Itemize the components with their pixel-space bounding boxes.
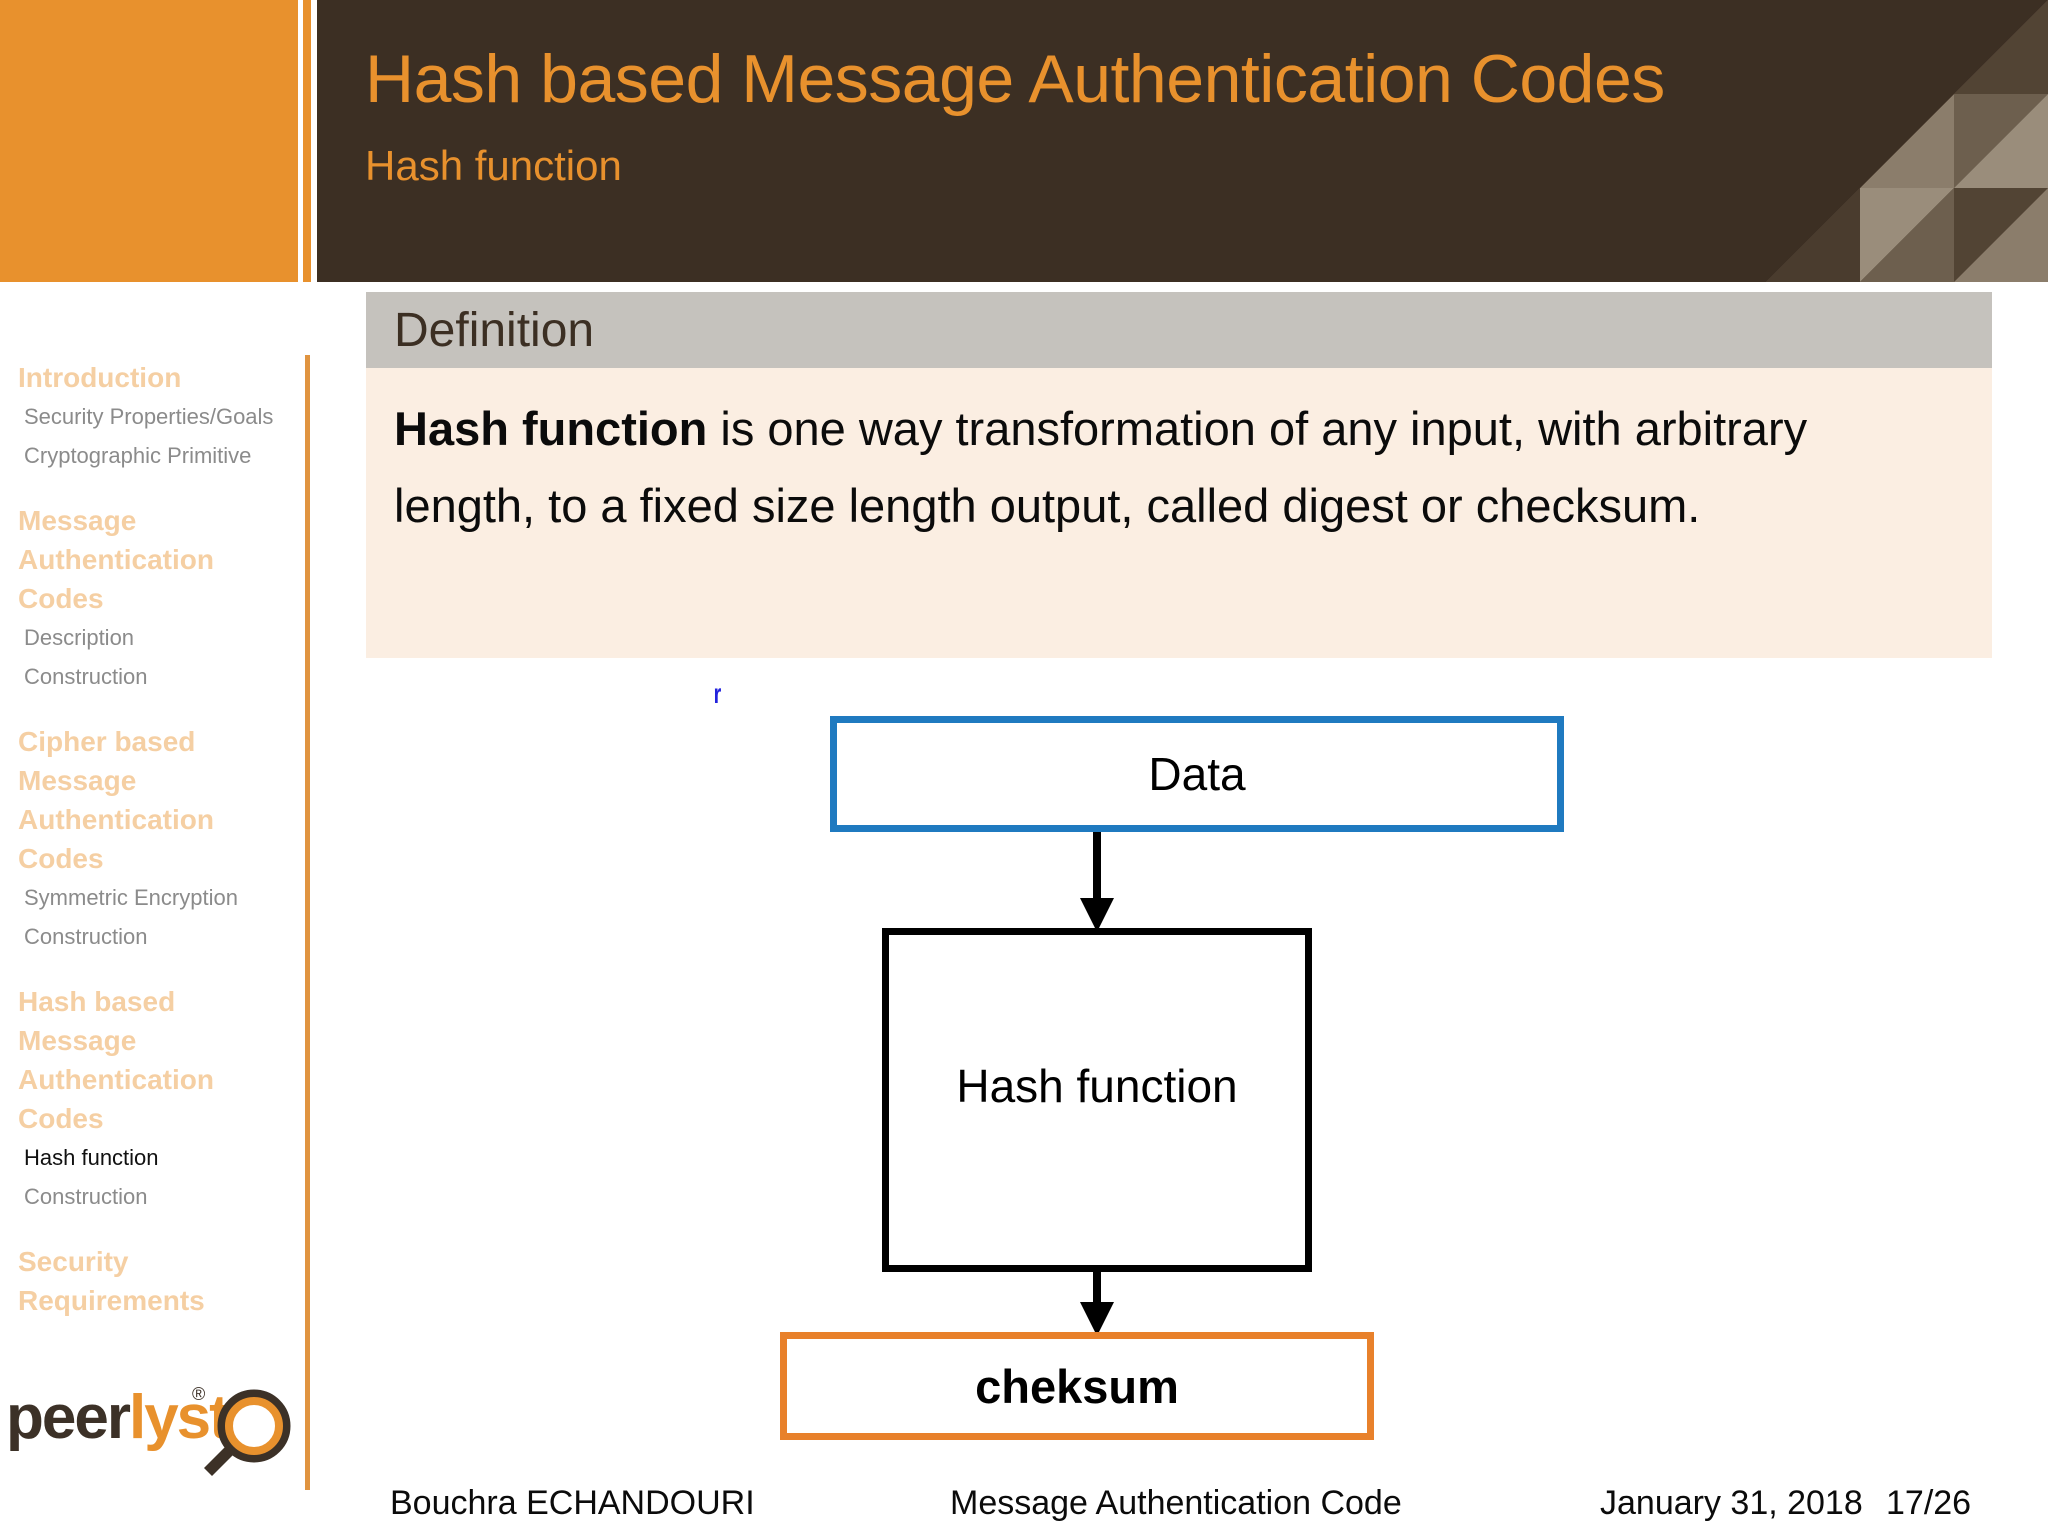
slide-header: Hash based Message Authentication Codes … — [0, 0, 2048, 282]
definition-term: Hash function — [394, 402, 708, 455]
flow-node-hash-function-label: Hash function — [956, 1060, 1238, 1112]
sidebar-item-cipher-based-mac[interactable]: Cipher based Message Authentication Code… — [18, 726, 214, 874]
sidebar-item-hash-function[interactable]: Hash function — [24, 1145, 159, 1170]
definition-block: Definition Hash function is one way tran… — [366, 292, 1992, 658]
hash-function-flow-diagram: r Data Hash function cheksum — [366, 660, 1992, 1460]
footer-subject: Message Authentication Code — [950, 1484, 1402, 1522]
sidebar-item-symmetric-encryption[interactable]: Symmetric Encryption — [24, 885, 238, 910]
magnifying-glass-icon — [188, 1386, 296, 1487]
sidebar-divider — [305, 355, 310, 1490]
definition-body: Hash function is one way transformation … — [366, 368, 1992, 658]
triangle-pattern-decoration — [1588, 0, 2048, 282]
sidebar-item-construction-hmac[interactable]: Construction — [24, 1184, 148, 1209]
header-title-band: Hash based Message Authentication Codes … — [317, 0, 2048, 282]
definition-body-rest: is one way transformation of any input, … — [394, 402, 1808, 532]
header-orange-stripe — [303, 0, 311, 282]
sidebar-outline: Introduction Security Properties/Goals C… — [0, 300, 300, 1490]
peerlyst-logo-text: peerlyst — [6, 1382, 230, 1453]
peerlyst-logo: peerlyst ® — [6, 1368, 296, 1478]
sidebar-item-introduction[interactable]: Introduction — [18, 362, 182, 393]
sidebar-item-description[interactable]: Description — [24, 625, 135, 650]
page-subtitle: Hash function — [365, 142, 622, 189]
footer-author: Bouchra ECHANDOURI — [390, 1484, 755, 1522]
footer-page-number: 17/26 — [1886, 1484, 1972, 1522]
sidebar-item-security-requirements[interactable]: Security Requirements — [18, 1246, 205, 1316]
sidebar-items-container: Introduction Security Properties/Goals C… — [0, 300, 300, 1320]
flow-node-data: Data — [830, 716, 1564, 832]
logo-text-peer: peer — [6, 1383, 131, 1452]
flow-node-hash-function: Hash function — [882, 928, 1312, 1272]
slide-footer: Bouchra ECHANDOURI Message Authenticatio… — [0, 1480, 2048, 1536]
definition-text: Hash function is one way transformation … — [394, 390, 1958, 544]
flow-arrows — [1080, 832, 1114, 1336]
logo-text-lyst: lyst — [128, 1383, 230, 1452]
page-title: Hash based Message Authentication Codes — [365, 41, 1665, 117]
sidebar-item-construction-mac[interactable]: Construction — [24, 664, 148, 689]
footer-date: January 31, 2018 — [1600, 1484, 1863, 1522]
sidebar-item-cryptographic-primitive[interactable]: Cryptographic Primitive — [24, 443, 252, 468]
sidebar-item-construction-cmac[interactable]: Construction — [24, 924, 148, 949]
header-orange-block — [0, 0, 298, 282]
sidebar-item-message-authentication-codes[interactable]: Message Authentication Codes — [18, 505, 214, 614]
registered-trademark-icon: ® — [192, 1384, 206, 1404]
definition-header-title: Definition — [394, 304, 595, 357]
sidebar-item-hash-based-mac[interactable]: Hash based Message Authentication Codes — [18, 986, 214, 1134]
flow-node-data-label: Data — [1148, 748, 1246, 800]
blue-artifact-mark: r — [713, 678, 722, 709]
definition-header-bar: Definition — [366, 292, 1992, 368]
sidebar-item-security-properties[interactable]: Security Properties/Goals — [24, 404, 274, 429]
flow-node-cheksum: cheksum — [780, 1332, 1374, 1440]
flow-node-cheksum-label: cheksum — [975, 1359, 1179, 1413]
